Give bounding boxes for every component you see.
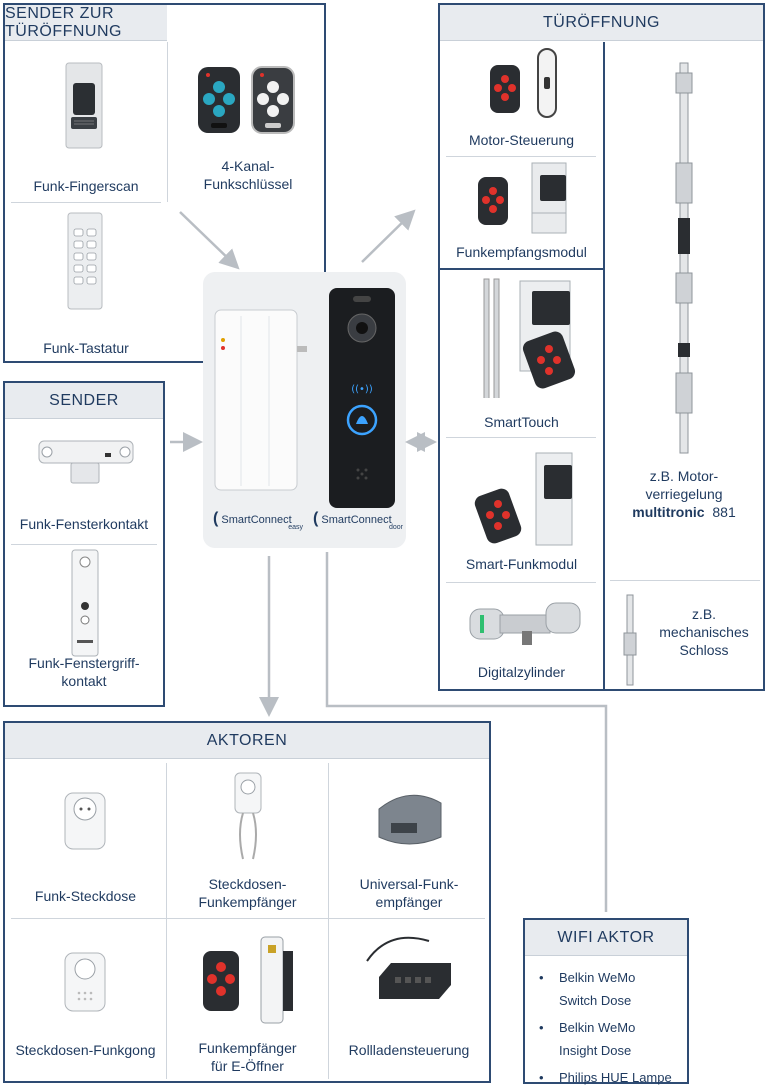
wifi-item-label: Belkin WeMo Switch Dose <box>559 970 636 1008</box>
item-label: Funkempfänger für E-Öffner <box>198 1040 297 1074</box>
divider <box>603 42 605 689</box>
lock-bar-icon <box>675 62 693 454</box>
lock-line-3: multitronic 881 <box>605 503 763 521</box>
item-rollladensteuerung: Rollladensteuerung <box>329 921 489 1081</box>
universal-receiver-icon <box>378 794 442 845</box>
item-steckdosen-funkgong: Steckdosen-Funkgong <box>5 921 166 1081</box>
plug-receiver-icon <box>234 772 262 860</box>
item-label: Steckdosen-Funkgong <box>15 1042 156 1058</box>
item-funk-fenstergriffkontakt: Funk-Fenstergriff- kontakt <box>5 548 163 706</box>
window-contact-icon <box>38 440 134 484</box>
divider <box>446 156 596 157</box>
lock-model-number: 881 <box>712 504 736 520</box>
item-smarttouch: SmartTouch <box>440 273 603 435</box>
item-label: 4-Kanal- Funkschlüssel <box>203 158 293 192</box>
panel-title: SENDER ZUR TÜRÖFFNUNG <box>5 5 167 41</box>
item-funk-tastatur: Funk-Tastatur <box>5 205 167 363</box>
brand-name: SmartConnect <box>221 514 292 526</box>
item-funk-steckdose: Funk-Steckdose <box>5 763 166 918</box>
item-label: Funk-Fingerscan <box>33 178 139 194</box>
item-label: Digitalzylinder <box>477 664 566 680</box>
shutter-control-icon <box>366 936 451 999</box>
smart-plug-icon <box>64 792 106 850</box>
item-label: SmartTouch <box>484 414 559 430</box>
divider <box>440 268 603 270</box>
panel-aktoren: AKTOREN Funk-Steckdose Steckdosen- Funke… <box>3 721 491 1083</box>
panel-tueroeffnung: TÜRÖFFNUNG Motor-Steuerung Funkempfangsm… <box>438 3 765 691</box>
receiver-module-icon <box>478 162 567 234</box>
panel-sender-tueroeffnung: SENDER ZUR TÜRÖFFNUNG Funk-Fingerscan 4-… <box>3 3 326 363</box>
item-label: Universal-Funk- empfänger <box>359 876 459 910</box>
divider <box>610 580 760 581</box>
divider <box>11 202 161 203</box>
list-item: •Philips HUE Lampe <box>539 1070 672 1085</box>
brand-sub: easy <box>288 524 303 531</box>
divider <box>11 918 485 919</box>
smartconnect-door-device-icon: ((•)) <box>329 288 395 508</box>
item-steckdosen-funkempfaenger: Steckdosen- Funkempfänger <box>167 763 328 918</box>
smartconnect-easy-device-icon <box>214 309 307 491</box>
panel-title: WIFI AKTOR <box>525 920 687 956</box>
wifi-item-label: Belkin WeMo Insight Dose <box>559 1020 636 1058</box>
item-label: Funk-Steckdose <box>34 888 137 904</box>
item-label: Funk-Fensterkontakt <box>19 516 149 532</box>
arrow-hub-to-tueroeffnung <box>361 209 416 263</box>
fingerscan-device-icon <box>65 62 103 149</box>
wifi-item-label: Philips HUE Lampe <box>559 1070 672 1085</box>
divider <box>167 42 168 202</box>
lock-model-bold: multitronic <box>632 504 705 520</box>
list-item: •Belkin WeMo Switch Dose <box>539 970 636 1008</box>
item-mechanisches-schloss: z.B. mechanisches Schloss <box>605 583 763 689</box>
list-item: •Belkin WeMo Insight Dose <box>539 1020 636 1058</box>
item-label: Funk-Fenstergriff- kontakt <box>28 655 140 689</box>
item-label: Funk-Tastatur <box>43 340 129 356</box>
item-label: Motor-Steuerung <box>468 132 575 148</box>
window-handle-contact-icon <box>71 549 99 657</box>
brand-sub: door <box>388 524 403 531</box>
item-label: Funkempfangsmodul <box>456 244 587 260</box>
smartconnect-hub: ((•)) ( SmartConnect easy ( SmartConnect… <box>203 272 406 548</box>
item-smart-funkmodul: Smart-Funkmodul <box>440 441 603 581</box>
smartconnect-door-label: ( SmartConnect door <box>313 510 407 531</box>
item-label: Rollladensteuerung <box>348 1042 470 1058</box>
door-opener-receiver-icon <box>203 936 293 1024</box>
svg-text:((•)): ((•)) <box>351 384 373 395</box>
item-label: z.B. mechanisches Schloss <box>659 606 749 658</box>
smart-radio-module-icon <box>474 452 573 546</box>
item-universal-funkempfaenger: Universal-Funk- empfänger <box>329 763 489 918</box>
item-4-kanal-funkschluessel: 4-Kanal- Funkschlüssel <box>168 45 328 200</box>
item-motor-steuerung: Motor-Steuerung <box>440 43 603 155</box>
smarttouch-icon <box>483 278 576 400</box>
divider <box>446 582 596 583</box>
smartconnect-easy-label: ( SmartConnect easy <box>213 510 309 531</box>
divider <box>446 437 596 438</box>
lock-line-1: z.B. Motor- <box>649 468 719 484</box>
panel-title: TÜRÖFFNUNG <box>440 5 763 41</box>
item-label: z.B. Motor- verriegelung multitronic 881 <box>605 467 763 521</box>
item-label: Smart-Funkmodul <box>465 556 578 572</box>
panel-title: AKTOREN <box>5 723 489 759</box>
plug-chime-icon <box>64 952 106 1012</box>
panel-wifi-aktor: WIFI AKTOR •Belkin WeMo Switch Dose •Bel… <box>523 918 689 1085</box>
wifi-list: •Belkin WeMo Switch Dose •Belkin WeMo In… <box>537 966 672 1089</box>
lock-line-2: verriegelung <box>645 486 723 502</box>
mechanical-lock-icon <box>623 594 637 686</box>
panel-sender: SENDER Funk-Fensterkontakt Funk-Fensterg… <box>3 381 165 707</box>
item-funk-fensterkontakt: Funk-Fensterkontakt <box>5 423 163 543</box>
panel-title: SENDER <box>5 383 163 419</box>
item-funkempfangsmodul: Funkempfangsmodul <box>440 157 603 267</box>
divider <box>11 544 157 545</box>
divider <box>328 763 329 1079</box>
motor-control-icon <box>490 48 557 118</box>
brand-name: SmartConnect <box>321 514 392 526</box>
keypad-icon <box>67 212 103 310</box>
remote-keys-icon <box>198 66 295 134</box>
item-funkempfaenger-e-oeffner: Funkempfänger für E-Öffner <box>167 921 328 1081</box>
item-digitalzylinder: Digitalzylinder <box>440 585 603 689</box>
divider <box>166 763 167 1079</box>
item-motorverriegelung: z.B. Motor- verriegelung multitronic 881 <box>605 43 763 578</box>
digital-cylinder-icon <box>469 602 581 645</box>
item-funk-fingerscan: Funk-Fingerscan <box>5 45 167 200</box>
item-label: Steckdosen- Funkempfänger <box>198 876 297 910</box>
